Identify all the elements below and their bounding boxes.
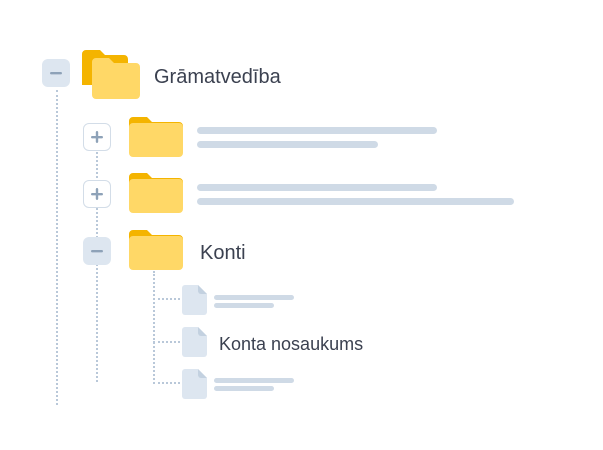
collapse-toggle-konti[interactable] — [83, 237, 111, 265]
placeholder-text-line — [214, 295, 294, 300]
minus-icon — [50, 72, 62, 75]
placeholder-text-line — [214, 378, 294, 383]
root-guide-line — [56, 90, 58, 405]
folder-icon — [129, 173, 183, 213]
folder-icon — [82, 50, 140, 99]
collapse-toggle-root[interactable] — [42, 59, 70, 87]
root-folder-label[interactable]: Grāmatvedība — [154, 66, 281, 88]
placeholder-text-line — [197, 141, 378, 148]
konti-guide-line — [153, 271, 155, 384]
file-connector-3 — [153, 382, 180, 384]
placeholder-text-line — [197, 184, 437, 191]
folder-icon — [129, 230, 183, 270]
file-connector-1 — [153, 298, 180, 300]
placeholder-text-line — [197, 198, 514, 205]
plus-icon — [91, 188, 103, 200]
placeholder-text-line — [214, 386, 274, 391]
child-guide-line — [96, 152, 98, 382]
placeholder-text-line — [197, 127, 437, 134]
konti-folder-label[interactable]: Konti — [200, 242, 246, 264]
file-icon — [182, 327, 207, 357]
expand-toggle-child-1[interactable] — [83, 123, 111, 151]
folder-icon — [129, 117, 183, 157]
file-icon — [182, 285, 207, 315]
expand-toggle-child-2[interactable] — [83, 180, 111, 208]
placeholder-text-line — [214, 303, 274, 308]
minus-icon — [91, 250, 103, 253]
file-icon — [182, 369, 207, 399]
file-connector-2 — [153, 341, 180, 343]
plus-icon — [91, 131, 103, 143]
file-label-konta-nosaukums[interactable]: Konta nosaukums — [219, 334, 364, 354]
